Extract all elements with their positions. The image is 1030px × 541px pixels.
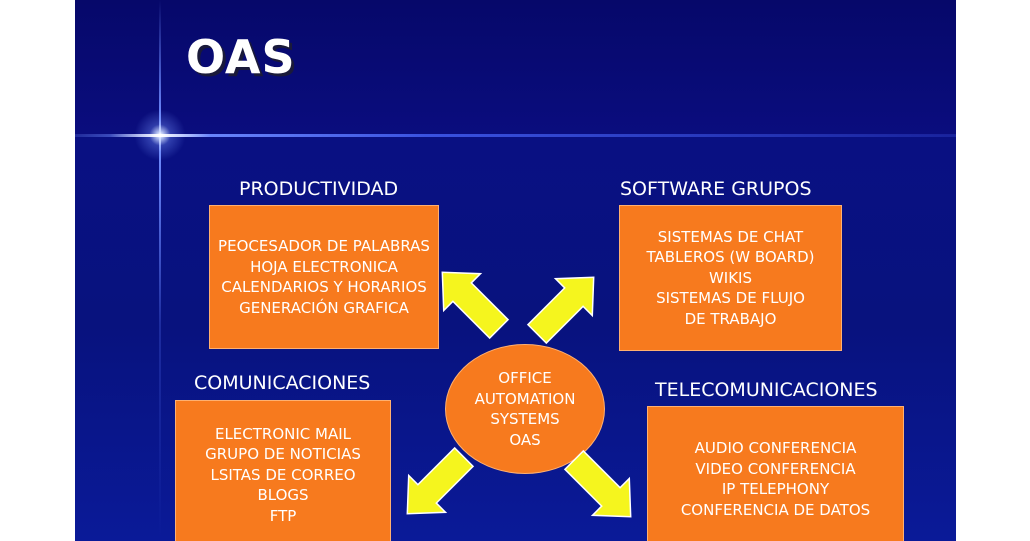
heading-telecomunicaciones: TELECOMUNICACIONES <box>655 379 878 401</box>
title-divider-line <box>75 134 956 137</box>
vertical-accent-line <box>159 0 161 541</box>
box-item: TABLEROS (W BOARD) <box>646 248 815 267</box>
box-item: CALENDARIOS Y HORARIOS <box>221 278 427 296</box>
title-band <box>75 0 956 135</box>
box-item: LSITAS DE CORREO <box>210 465 356 484</box>
box-telecomunicaciones: AUDIO CONFERENCIA VIDEO CONFERENCIA IP T… <box>647 406 904 541</box>
box-productividad: PEOCESADOR DE PALABRAS HOJA ELECTRONICA … <box>209 205 439 349</box>
box-item: GRUPO DE NOTICIAS <box>205 445 361 464</box>
hub-oas: OFFICE AUTOMATION SYSTEMS OAS <box>445 344 605 474</box>
box-item: ELECTRONIC MAIL <box>214 424 352 443</box>
box-item: IP TELEPHONY <box>721 480 830 498</box>
box-software-grupos: SISTEMAS DE CHAT TABLEROS (W BOARD) WIKI… <box>619 205 842 351</box>
box-comunicaciones: ELECTRONIC MAIL GRUPO DE NOTICIAS LSITAS… <box>175 400 391 541</box>
box-item: HOJA ELECTRONICA <box>250 257 398 276</box>
hub-line: OAS <box>509 430 541 449</box>
lens-flare-streak <box>110 134 210 137</box>
box-item: FTP <box>269 506 297 525</box>
box-item: PEOCESADOR DE PALABRAS <box>218 237 430 255</box>
arrow-to-software-grupos <box>517 258 613 354</box>
box-item: GENERACIÓN GRAFICA <box>239 298 409 317</box>
box-item: SISTEMAS DE FLUJO <box>656 289 805 308</box>
box-item: VIDEO CONFERENCIA <box>695 459 856 478</box>
hub-line: AUTOMATION <box>474 389 576 408</box>
hub-line: OFFICE <box>498 369 552 387</box>
box-item: CONFERENCIA DE DATOS <box>680 500 871 519</box>
box-item: DE TRABAJO <box>684 309 777 328</box>
heading-comunicaciones: COMUNICACIONES <box>194 372 371 394</box>
heading-productividad: PRODUCTIVIDAD <box>239 178 399 200</box>
hub-line: SYSTEMS <box>490 410 560 428</box>
box-item: AUDIO CONFERENCIA <box>694 439 857 457</box>
box-item: BLOGS <box>257 486 309 505</box>
heading-software-grupos: SOFTWARE GRUPOS <box>620 178 812 200</box>
box-item: SISTEMAS DE CHAT <box>657 227 804 246</box>
box-item: WIKIS <box>708 268 753 287</box>
slide: OAS PRODUCTIVIDAD PEOCESADOR DE PALABRAS… <box>75 0 956 541</box>
slide-title: OAS <box>186 30 296 84</box>
